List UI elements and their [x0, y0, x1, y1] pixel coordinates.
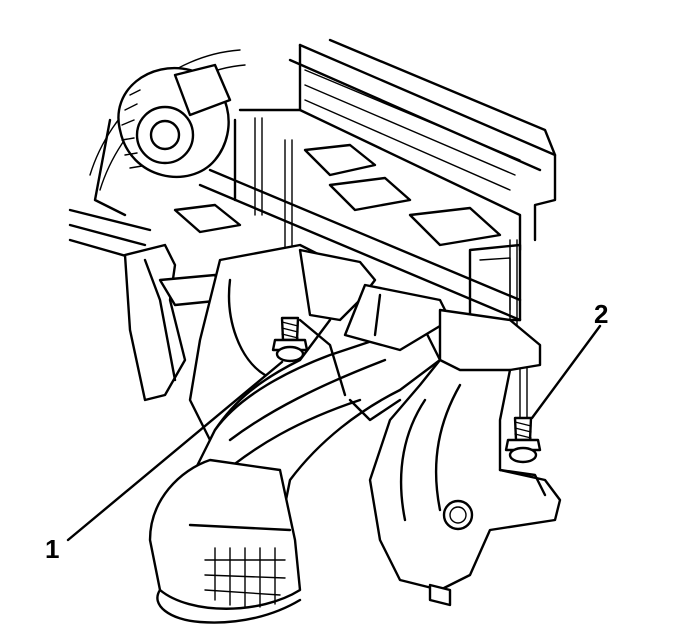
duct-center-flange [298, 248, 452, 422]
blower-motor [93, 63, 232, 217]
callout-1-leader [66, 360, 284, 542]
duct-left-branch [148, 243, 442, 624]
callout-2-leader [530, 324, 602, 420]
module-vent-openings [173, 143, 522, 322]
callout-1-label: 1 [45, 534, 59, 564]
fastener-1-screw [271, 316, 309, 363]
duct-right-branch [368, 308, 562, 607]
fastener-2-screw [504, 416, 542, 464]
callout-2-label: 2 [594, 299, 608, 329]
